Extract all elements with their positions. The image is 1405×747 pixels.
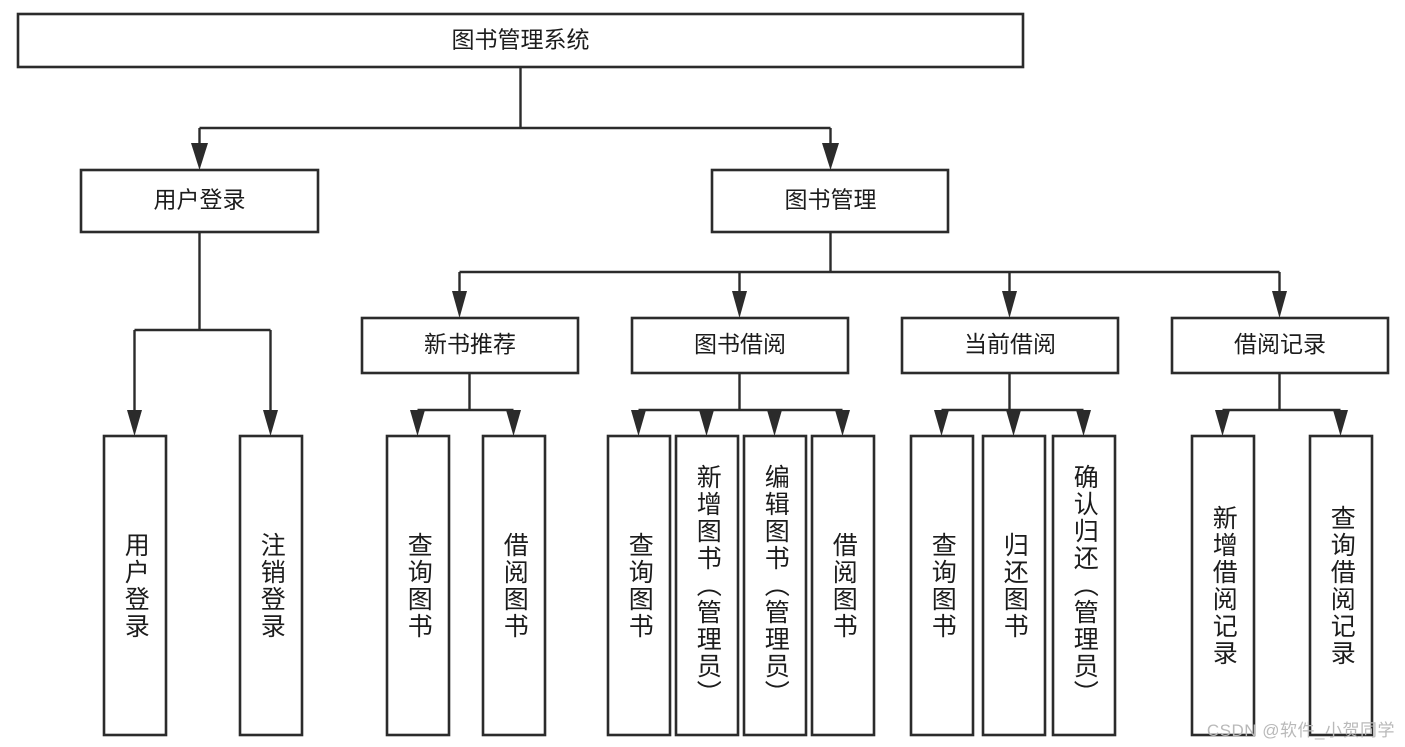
node-book-borrow[interactable]: 图书借阅	[630, 316, 850, 375]
arrowhead-userlogin-to-leaf1	[127, 410, 142, 436]
leaf-box-logout[interactable]	[238, 434, 304, 737]
arrowhead-borrow-to-leaf3	[767, 410, 782, 436]
arrowhead-current-to-leaf3	[1076, 410, 1091, 436]
node-book-borrow-box[interactable]	[630, 316, 850, 375]
leaf-box-add-borrow-record[interactable]	[1190, 434, 1256, 737]
leaf-box-query-book-newbook[interactable]	[385, 434, 451, 737]
leaf-box-query-book-current[interactable]	[909, 434, 975, 737]
leaf-box-user-login[interactable]	[102, 434, 168, 737]
node-new-book-recommend-label: 新书推荐	[424, 331, 516, 357]
leaf-box-layer	[102, 434, 1374, 737]
node-borrow-record[interactable]: 借阅记录	[1170, 316, 1390, 375]
arrowhead-newbook-to-leaf1	[410, 410, 425, 436]
node-new-book-recommend[interactable]: 新书推荐	[360, 316, 580, 375]
arrowhead-borrow-to-leaf2	[699, 410, 714, 436]
leaf-box-edit-book-admin[interactable]	[742, 434, 808, 737]
node-user-login-label: 用户登录	[154, 187, 246, 213]
node-root-label: 图书管理系统	[452, 27, 590, 53]
node-new-book-recommend-box[interactable]	[360, 316, 580, 375]
watermark-text: CSDN @软件_小贺同学	[1206, 721, 1395, 740]
arrowhead-bookmanage-to-current	[1002, 291, 1017, 318]
leaf-box-borrow-book-newbook[interactable]	[481, 434, 547, 737]
leaf-box-add-book-admin[interactable]	[674, 434, 740, 737]
node-book-management[interactable]: 图书管理	[710, 168, 950, 234]
node-current-borrow-box[interactable]	[900, 316, 1120, 375]
arrowhead-record-to-leaf2	[1333, 410, 1348, 436]
node-current-borrow-label: 当前借阅	[964, 331, 1056, 357]
node-user-login-box[interactable]	[79, 168, 320, 234]
arrowhead-userlogin-to-leaf2	[263, 410, 278, 436]
leaf-box-query-book-borrow[interactable]	[606, 434, 672, 737]
arrowhead-borrow-to-leaf4	[835, 410, 850, 436]
arrowhead-bookmanage-to-record	[1272, 291, 1287, 318]
node-root-box[interactable]	[16, 12, 1025, 69]
arrowhead-bookmanage-to-borrow	[732, 291, 747, 318]
arrowhead-current-to-leaf2	[1006, 410, 1021, 436]
arrowhead-bookmanage-to-newbook	[452, 291, 467, 318]
arrowhead-record-to-leaf1	[1215, 410, 1230, 436]
node-book-management-label: 图书管理	[785, 187, 877, 213]
node-user-login[interactable]: 用户登录	[79, 168, 320, 234]
leaf-box-query-borrow-record[interactable]	[1308, 434, 1374, 737]
node-current-borrow[interactable]: 当前借阅	[900, 316, 1120, 375]
node-book-management-box[interactable]	[710, 168, 950, 234]
leaf-box-return-book[interactable]	[981, 434, 1047, 737]
arrowhead-borrow-to-leaf1	[631, 410, 646, 436]
arrowhead-root-to-book-manage	[822, 143, 839, 170]
node-borrow-record-box[interactable]	[1170, 316, 1390, 375]
leaf-box-confirm-return-admin[interactable]	[1051, 434, 1117, 737]
connector-layer	[127, 67, 1348, 436]
node-borrow-record-label: 借阅记录	[1234, 331, 1326, 357]
arrowhead-newbook-to-leaf2	[506, 410, 521, 436]
node-book-borrow-label: 图书借阅	[694, 331, 786, 357]
node-root[interactable]: 图书管理系统	[16, 12, 1025, 69]
leaf-box-borrow-book[interactable]	[810, 434, 876, 737]
arrowhead-current-to-leaf1	[934, 410, 949, 436]
arrowhead-root-to-user-login	[191, 143, 208, 170]
